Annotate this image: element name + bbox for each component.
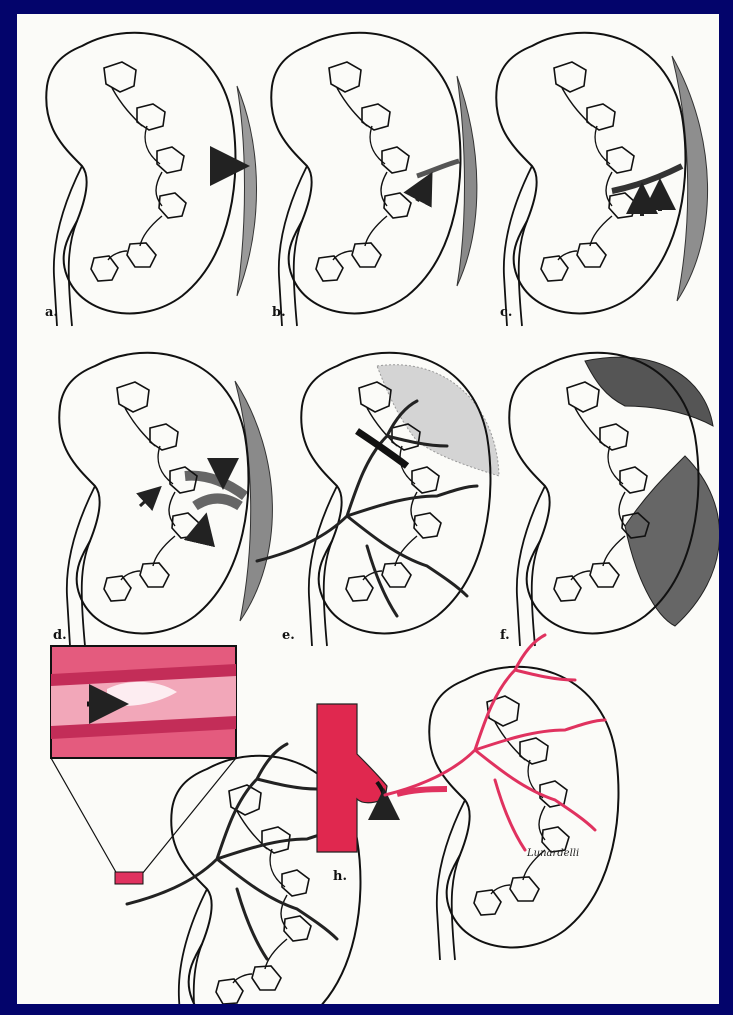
panel-label-d: d. [53, 628, 67, 643]
panel-a [46, 33, 256, 326]
panel-label-b: b. [272, 305, 286, 320]
panel-label-h: h. [333, 869, 347, 884]
panel-c [496, 33, 707, 326]
figure-page: a. b. c. d. e. f. [17, 14, 719, 1004]
kidney-illustration: a. b. c. d. e. f. [17, 14, 719, 1004]
panel-label-a: a. [45, 305, 58, 320]
panel-label-e: e. [282, 628, 295, 643]
aorta [317, 704, 387, 852]
panel-g [51, 646, 360, 1004]
panel-b [271, 33, 477, 326]
panel-f [509, 353, 719, 646]
artist-signature: Lunardelli [526, 848, 579, 859]
panel-e [257, 353, 499, 646]
panel-label-f: f. [500, 628, 510, 643]
panel-label-c: c. [500, 305, 512, 320]
panel-h [317, 635, 618, 960]
panel-d [59, 353, 272, 646]
